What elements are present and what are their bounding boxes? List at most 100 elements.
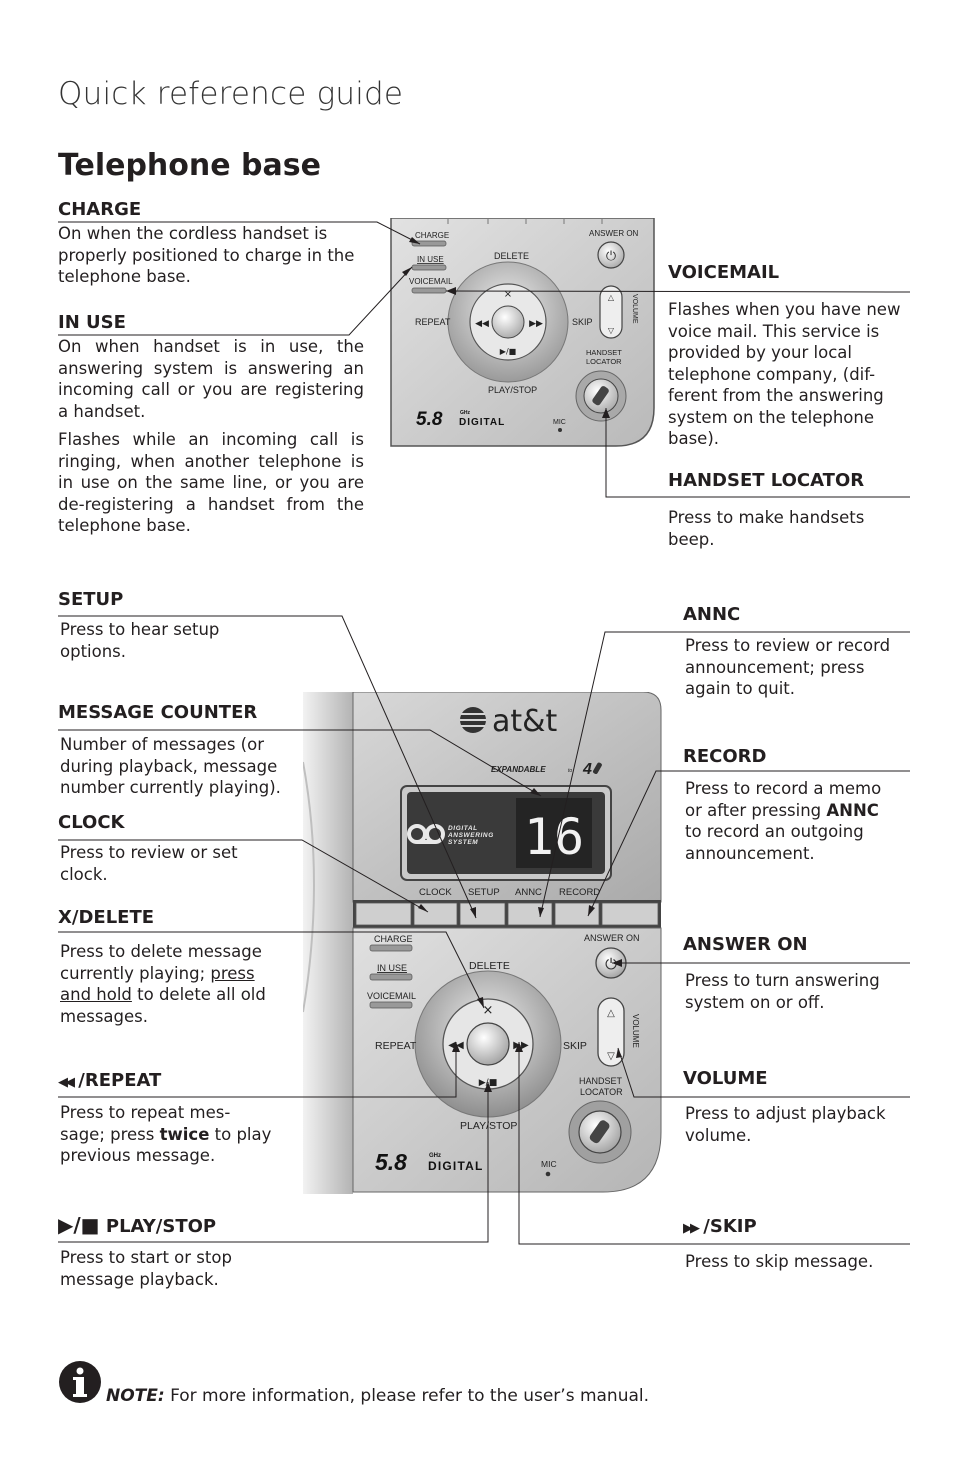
base-side-panel	[303, 692, 353, 1194]
top-center-button[interactable]	[491, 305, 525, 339]
bottom-skip-label: SKIP	[563, 1040, 587, 1052]
record-button[interactable]	[554, 902, 600, 926]
annc-label: ANNC	[515, 887, 542, 898]
top-repeat-label: REPEAT	[415, 317, 451, 327]
answer-on-label: ANSWER ON	[683, 934, 808, 955]
top-volume-up-icon: △	[608, 293, 615, 302]
das-line-3: SYSTEM	[448, 839, 478, 846]
guide-title: Quick reference guide	[58, 76, 404, 112]
message-counter-label: MESSAGE COUNTER	[58, 702, 258, 723]
setup-description: Press to hear setup options.	[60, 620, 220, 661]
function-button-blank-right[interactable]	[601, 902, 659, 926]
top-brand-word: DIGITAL	[459, 417, 505, 428]
top-answer-on-label: ANSWER ON	[589, 229, 639, 238]
clock-label: CLOCK	[419, 887, 452, 898]
play-stop-icon: ▶/■	[58, 1213, 100, 1237]
top-forward-icon: ▶▶	[529, 319, 543, 329]
repeat-label-row: ◀◀ /REPEAT	[58, 1070, 162, 1091]
message-counter-value: 16	[524, 808, 584, 866]
clock-label: CLOCK	[58, 812, 125, 833]
bottom-brand-number: 5.8	[375, 1149, 407, 1175]
base-full-illustration: at&t EXPANDABLE to 4 DIGITAL ANSWERING S…	[303, 692, 662, 1194]
section-title: Telephone base	[58, 148, 321, 183]
bottom-center-button[interactable]	[466, 1022, 510, 1066]
top-voicemail-led	[411, 287, 447, 294]
top-in-use-label: IN USE	[417, 255, 444, 264]
handset-locator-label: HANDSET LOCATOR	[668, 470, 865, 491]
setup-label: SETUP	[468, 887, 500, 898]
top-skip-label: SKIP	[572, 317, 593, 327]
repeat-rewind-icon: ◀◀	[58, 1075, 75, 1090]
function-button-blank-left[interactable]	[355, 902, 412, 926]
note-text: NOTE: For more information, please refer…	[106, 1386, 650, 1406]
top-power-icon: ⏻	[606, 249, 616, 264]
volume-description: Press to adjust playback volume.	[685, 1104, 886, 1145]
das-line-1: DIGITAL	[448, 825, 478, 832]
top-locator-label: LOCATOR	[586, 357, 622, 366]
message-counter-description: Number of messages (or during playback, …	[60, 735, 281, 797]
top-volume-label: VOLUME	[631, 294, 638, 324]
top-mic-hole	[558, 428, 562, 432]
skip-description: Press to skip message.	[685, 1252, 874, 1271]
in-use-label: IN USE	[58, 312, 126, 333]
top-x-icon: ×	[504, 289, 512, 300]
setup-label: SETUP	[58, 589, 124, 610]
x-delete-label: X/DELETE	[58, 907, 155, 928]
answer-on-description: Press to turn answering system on or off…	[685, 971, 880, 1012]
bottom-charge-led	[369, 944, 413, 952]
bottom-locator-label: LOCATOR	[580, 1087, 623, 1097]
bottom-mic-label: MIC	[541, 1159, 557, 1169]
top-voicemail-label: VOICEMAIL	[409, 277, 453, 286]
volume-label: VOLUME	[683, 1068, 768, 1089]
bottom-volume-down-icon: ▽	[607, 1051, 615, 1062]
in-use-description-1: On when handset is in use, the answering…	[58, 337, 364, 421]
record-description: Press to record a memo or after pressing…	[685, 779, 882, 863]
bottom-power-icon: ⏻	[605, 955, 617, 973]
expandable-label: EXPANDABLE	[491, 765, 546, 774]
charge-description: On when the cordless handset is properly…	[58, 224, 355, 286]
bottom-answer-on-label: ANSWER ON	[584, 933, 640, 943]
top-answer-on-button[interactable]	[597, 241, 625, 269]
top-play-stop-label: PLAY/STOP	[488, 385, 537, 395]
top-volume-down-icon: ▽	[608, 326, 615, 335]
bottom-forward-icon: ▶▶	[513, 1040, 529, 1051]
bottom-delete-label: DELETE	[469, 960, 510, 972]
bottom-play-stop-icon: ▶/■	[479, 1078, 497, 1088]
bottom-mic-hole	[545, 1171, 551, 1177]
voicemail-label: VOICEMAIL	[668, 262, 780, 283]
bottom-play-stop-label: PLAY/STOP	[460, 1120, 517, 1132]
annc-description: Press to review or record announcement; …	[685, 636, 891, 698]
setup-button[interactable]	[459, 902, 506, 926]
bottom-voicemail-label: VOICEMAIL	[367, 991, 416, 1001]
charge-label: CHARGE	[58, 199, 142, 220]
record-label: RECORD	[683, 746, 767, 767]
repeat-description: Press to repeat mes-sage; press twice to…	[60, 1103, 272, 1165]
bottom-volume-up-icon: △	[607, 1008, 615, 1019]
bottom-rewind-icon: ◀◀	[448, 1040, 464, 1051]
clock-button[interactable]	[413, 902, 458, 926]
skip-forward-icon: ▶▶	[683, 1221, 700, 1236]
bottom-in-use-led	[369, 973, 413, 981]
top-charge-led	[411, 240, 447, 247]
bottom-x-icon: ×	[483, 1003, 494, 1018]
top-rewind-icon: ◀◀	[475, 319, 489, 329]
top-brand-number: 5.8	[416, 409, 443, 430]
annc-label: ANNC	[683, 604, 741, 625]
att-logo: at&t	[492, 704, 558, 739]
play-stop-description: Press to start or stop message playback.	[60, 1248, 232, 1289]
expandable-number: 4	[582, 761, 592, 778]
top-volume-rocker[interactable]	[599, 285, 623, 339]
annc-button[interactable]	[507, 902, 553, 926]
bottom-repeat-label: REPEAT	[375, 1040, 417, 1052]
top-delete-label: DELETE	[494, 251, 529, 261]
x-delete-description: Press to delete message currently playin…	[60, 942, 266, 1026]
bottom-handset-label: HANDSET	[579, 1076, 623, 1086]
in-use-description-2: Flashes while an incoming call is ringin…	[58, 430, 364, 535]
top-handset-icon	[592, 386, 609, 406]
bottom-brand-word: DIGITAL	[428, 1159, 484, 1173]
base-top-illustration: CHARGE IN USE VOICEMAIL DELETE ANSWER ON…	[390, 218, 655, 447]
bottom-voicemail-led	[369, 1001, 413, 1009]
play-stop-label-row: ▶/■ PLAY/STOP	[58, 1213, 217, 1237]
record-label: RECORD	[559, 887, 600, 898]
skip-label-row: ▶▶ /SKIP	[683, 1216, 757, 1237]
